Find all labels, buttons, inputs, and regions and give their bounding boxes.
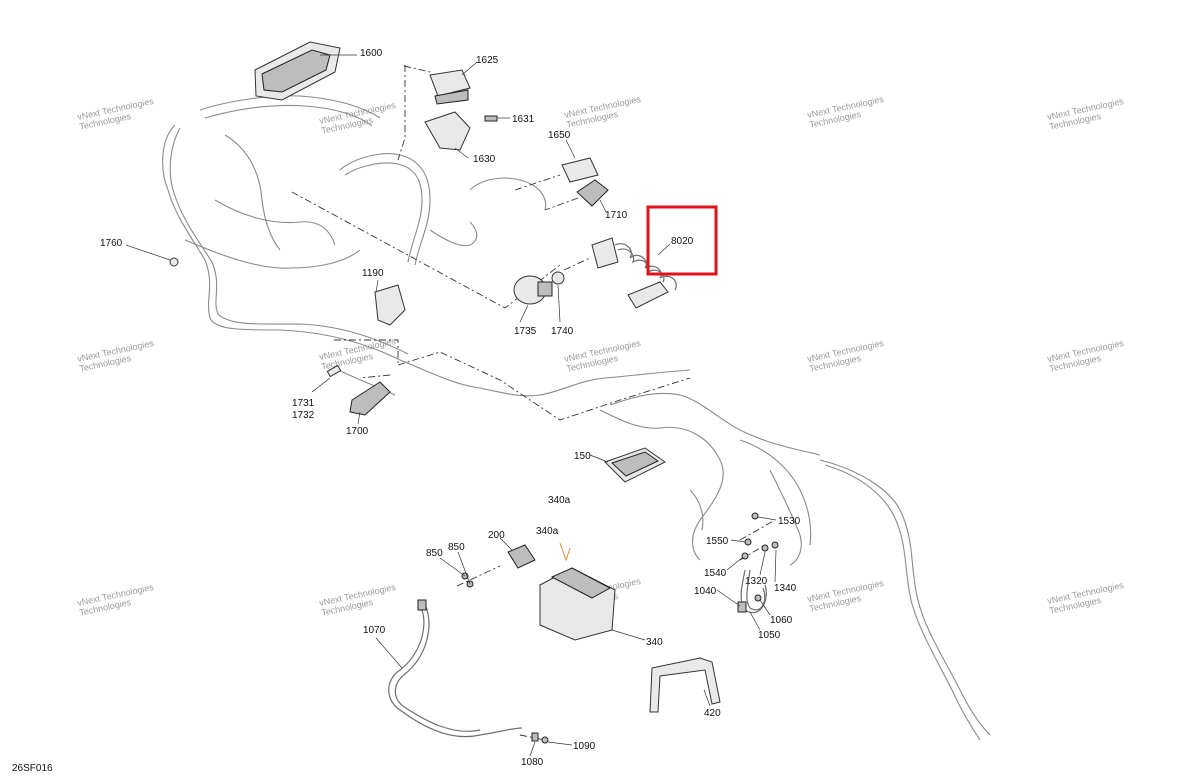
part-420-strap[interactable] [649, 657, 721, 713]
part-1550-nut[interactable] [730, 538, 752, 546]
label-1070[interactable]: 1070 [363, 625, 386, 636]
label-1630[interactable]: 1630 [473, 154, 496, 165]
label-1732[interactable]: 1732 [292, 410, 315, 421]
part-1040-ground-cable[interactable] [716, 569, 767, 614]
figure-code: 26SF016 [12, 763, 53, 774]
part-150-regulator[interactable] [589, 447, 666, 483]
label-420[interactable]: 420 [704, 708, 721, 719]
highlight-box-8020 [646, 205, 718, 276]
part-1320-bolt[interactable] [759, 544, 769, 576]
label-1735[interactable]: 1735 [514, 326, 537, 337]
part-1190-sensor[interactable] [374, 279, 406, 326]
part-1600-display[interactable] [254, 41, 357, 101]
part-1735-ignition[interactable] [513, 275, 553, 323]
part-1050-nut[interactable] [749, 611, 761, 631]
label-150[interactable]: 150 [574, 451, 591, 462]
label-1190[interactable]: 1190 [362, 268, 384, 279]
part-1060-washer[interactable] [754, 594, 771, 616]
label-1710[interactable]: 1710 [605, 210, 628, 221]
label-1650[interactable]: 1650 [548, 130, 571, 141]
part-1540-washer[interactable] [726, 552, 749, 571]
label-1080[interactable]: 1080 [521, 757, 544, 768]
part-1650-connector[interactable] [561, 139, 599, 183]
part-1710-switch[interactable] [576, 179, 609, 213]
part-200-solenoid[interactable] [499, 537, 536, 569]
part-1080-bolt[interactable] [529, 732, 539, 757]
part-1760-grommet[interactable] [125, 244, 179, 267]
label-1340[interactable]: 1340 [774, 583, 797, 594]
label-1090[interactable]: 1090 [573, 741, 596, 752]
label-1550[interactable]: 1550 [706, 536, 729, 547]
part-1731-connector[interactable] [311, 364, 342, 393]
part-1631-screw[interactable] [484, 115, 510, 122]
label-8020[interactable]: 8020 [671, 236, 694, 247]
label-200[interactable]: 200 [488, 530, 505, 541]
label-340a[interactable]: 340a [548, 495, 571, 506]
part-340a-terminal[interactable] [559, 542, 571, 562]
part-1630-bracket[interactable] [424, 111, 471, 159]
part-1625-module[interactable] [429, 61, 478, 105]
label-1540[interactable]: 1540 [704, 568, 727, 579]
label-1040[interactable]: 1040 [694, 586, 717, 597]
wiring-harness [162, 95, 991, 741]
label-1700[interactable]: 1700 [346, 426, 369, 437]
label-850-right[interactable]: 850 [448, 542, 465, 553]
label-340[interactable]: 340 [646, 637, 663, 648]
part-1340-bolt[interactable] [771, 541, 779, 583]
label-1625[interactable]: 1625 [476, 55, 499, 66]
part-8020-coiled-cable[interactable] [591, 237, 677, 309]
label-850-left[interactable]: 850 [426, 548, 443, 559]
label-1740[interactable]: 1740 [551, 326, 574, 337]
part-1090-nut[interactable] [541, 736, 573, 746]
routing-lines [291, 65, 776, 741]
part-1530-bolt[interactable] [751, 512, 777, 521]
part-850-nut[interactable] [439, 551, 474, 588]
part-1700-switch[interactable] [349, 381, 391, 425]
label-340a-terminal[interactable]: 340a [536, 526, 559, 537]
label-1600[interactable]: 1600 [360, 48, 383, 59]
part-1070-cable[interactable] [375, 599, 523, 738]
part-labels: 1600 1625 1631 1630 1650 1710 8020 1760 … [100, 48, 801, 768]
label-1320[interactable]: 1320 [745, 576, 768, 587]
label-1060[interactable]: 1060 [770, 615, 793, 626]
label-1530[interactable]: 1530 [778, 516, 801, 527]
label-1631[interactable]: 1631 [512, 114, 535, 125]
label-1731[interactable]: 1731 [292, 398, 315, 409]
label-1050[interactable]: 1050 [758, 630, 781, 641]
label-1760[interactable]: 1760 [100, 238, 123, 249]
part-340-battery[interactable] [539, 567, 646, 641]
part-1740-nut[interactable] [551, 271, 565, 323]
